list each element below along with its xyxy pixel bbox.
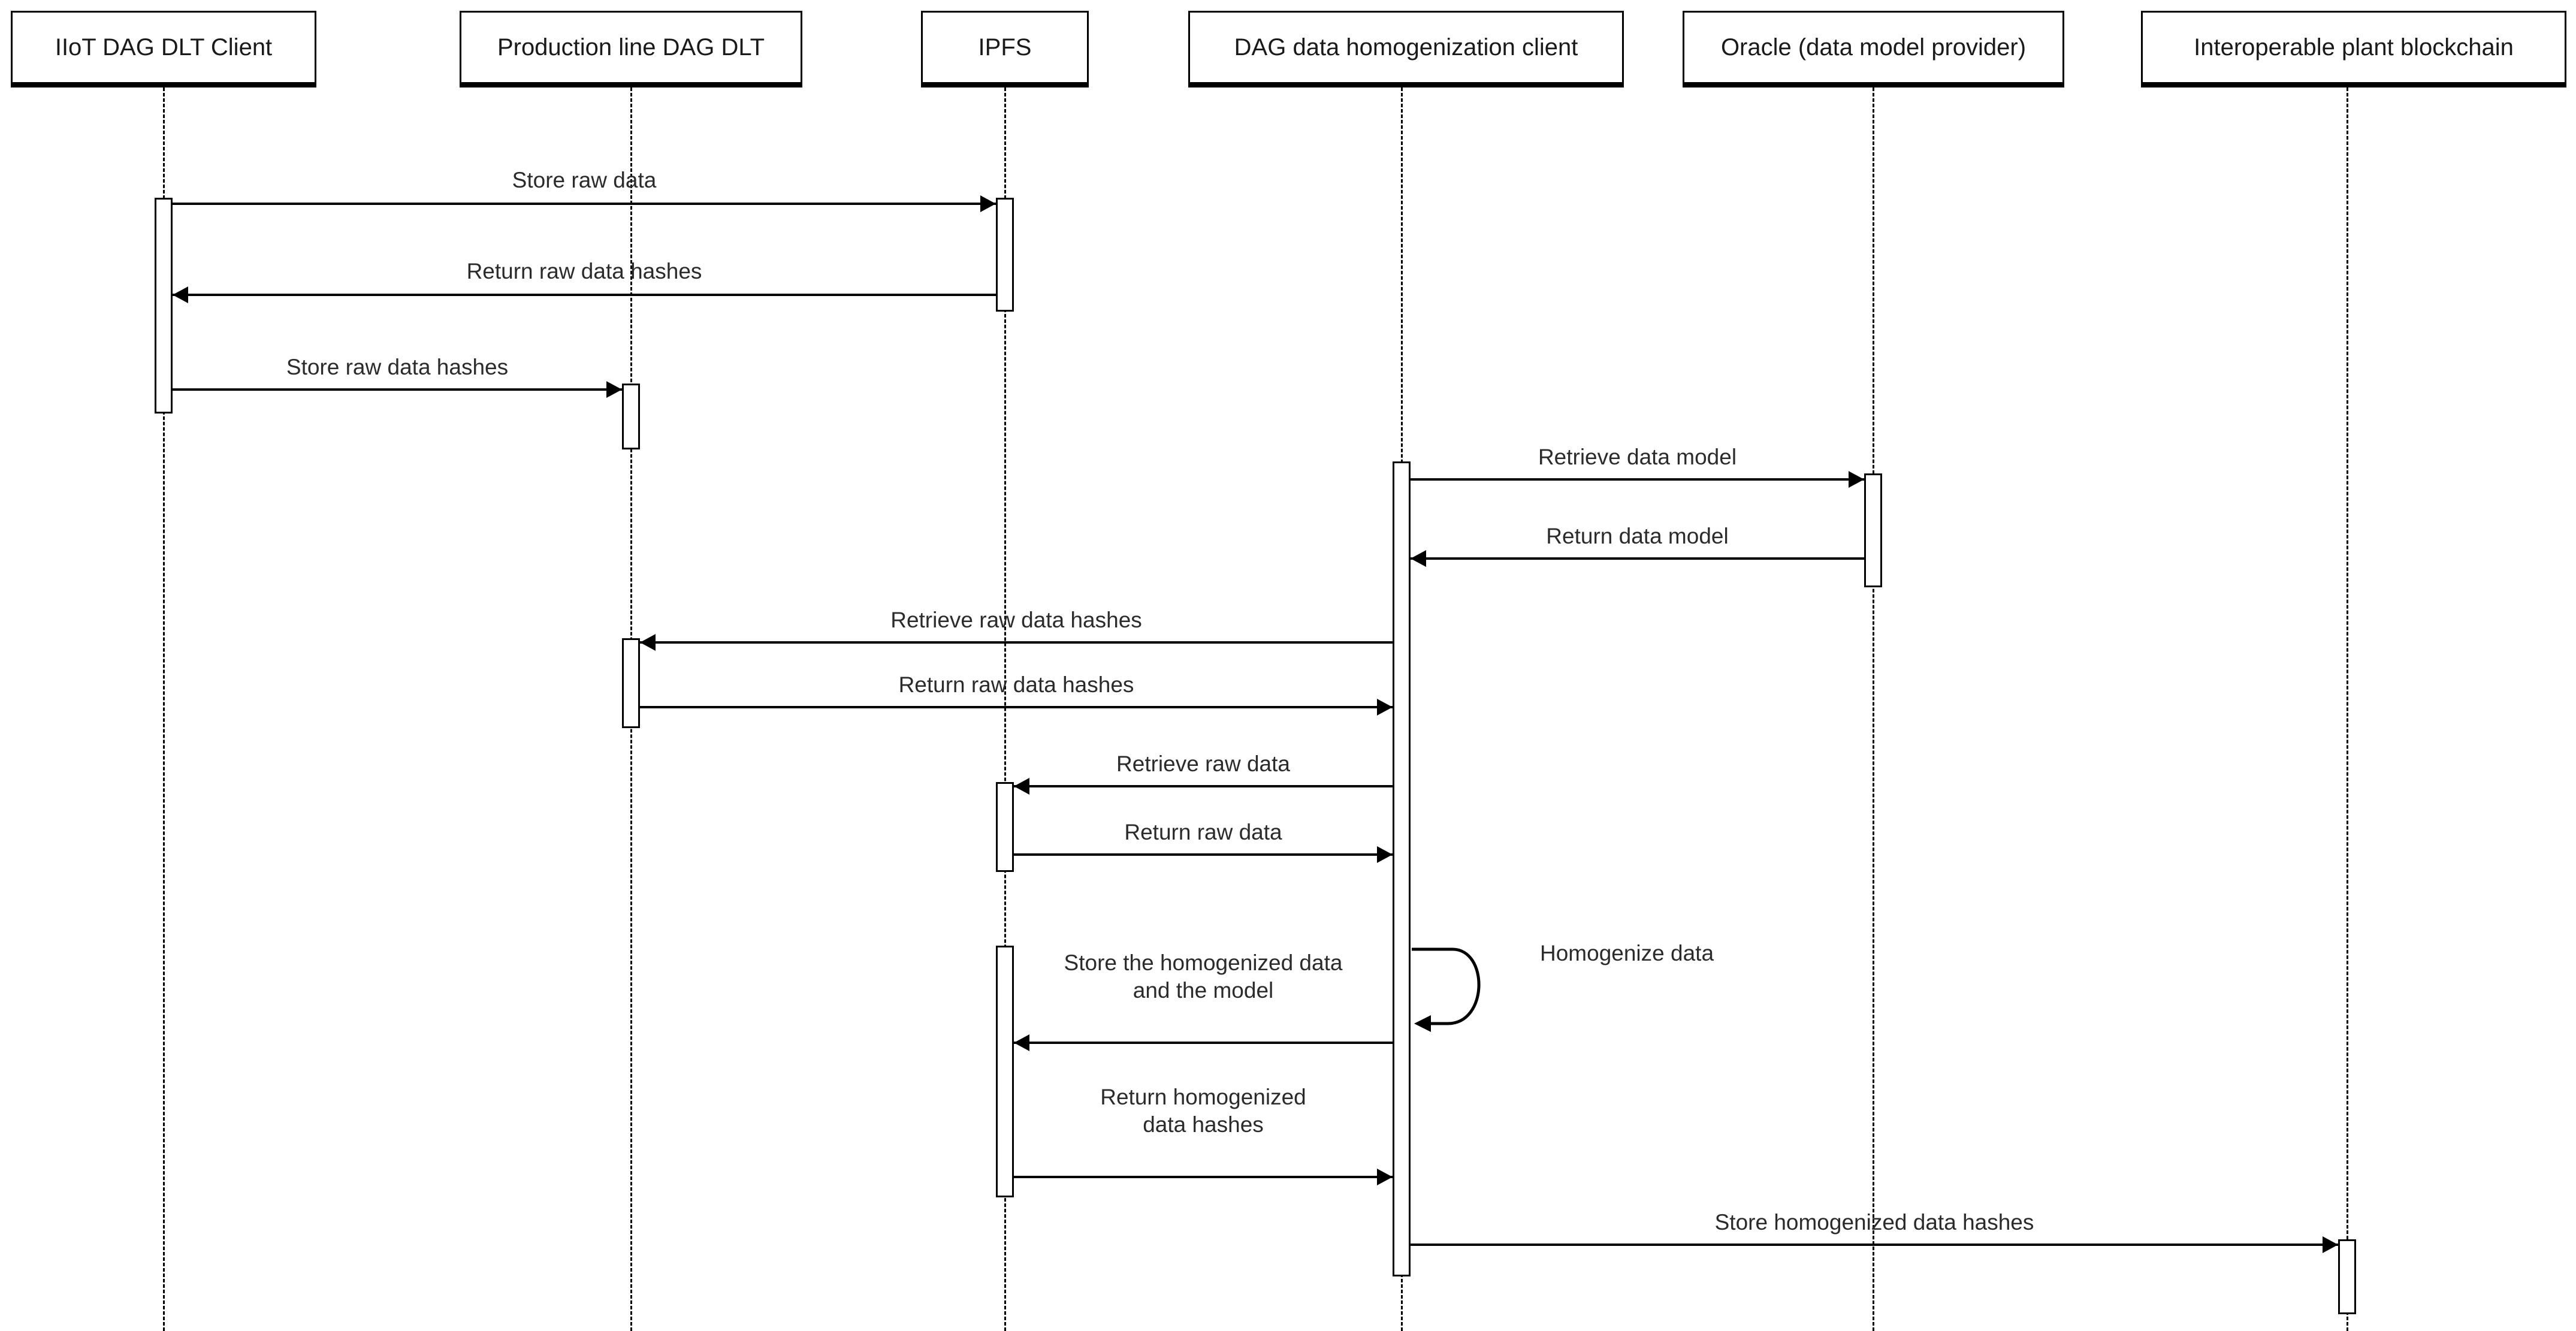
activation-bar-ipfs — [996, 946, 1014, 1197]
message-line-m4 — [1411, 478, 1864, 481]
participant-box-iiot[interactable]: IIoT DAG DLT Client — [11, 11, 316, 87]
message-line-m1 — [173, 203, 996, 205]
message-line-m8 — [1014, 785, 1393, 787]
arrowhead-m6 — [640, 634, 656, 651]
self-message-s1 — [1411, 946, 1512, 1039]
message-label-m6: Retrieve raw data hashes — [890, 608, 1142, 632]
message-label-m2: Return raw data hashes — [466, 259, 702, 283]
message-label-m8: Retrieve raw data — [1116, 751, 1290, 776]
participant-label: DAG data homogenization client — [1234, 34, 1578, 61]
message-line-m9 — [1014, 853, 1393, 856]
message-line-m12 — [1411, 1244, 2338, 1246]
participant-box-homog[interactable]: DAG data homogenization client — [1188, 11, 1624, 87]
participant-box-prodline[interactable]: Production line DAG DLT — [460, 11, 802, 87]
participant-box-plantchain[interactable]: Interoperable plant blockchain — [2141, 11, 2566, 87]
participant-label: IIoT DAG DLT Client — [55, 34, 273, 61]
participant-label: Production line DAG DLT — [497, 34, 765, 61]
arrowhead-m1 — [980, 195, 996, 212]
activation-bar-ipfs — [996, 198, 1014, 312]
arrowhead-m3 — [606, 381, 622, 398]
lifeline-iiot — [163, 87, 165, 1331]
participant-box-oracle[interactable]: Oracle (data model provider) — [1683, 11, 2064, 87]
message-label-m5: Return data model — [1546, 524, 1729, 548]
arrowhead-m9 — [1377, 846, 1393, 863]
message-label-m4: Retrieve data model — [1538, 445, 1737, 469]
message-line-m11 — [1014, 1176, 1393, 1178]
lifeline-oracle — [1873, 87, 1874, 1331]
message-label-m3: Store raw data hashes — [286, 355, 509, 379]
participant-label: IPFS — [978, 34, 1032, 61]
activation-bar-prodline — [622, 638, 640, 728]
activation-bar-homog — [1393, 461, 1411, 1276]
message-label-m7: Return raw data hashes — [898, 672, 1134, 697]
lifeline-plantchain — [2347, 87, 2348, 1331]
message-line-m5 — [1411, 557, 1864, 560]
activation-bar-oracle — [1864, 473, 1882, 587]
participant-label: Interoperable plant blockchain — [2194, 34, 2514, 61]
arrowhead-m8 — [1014, 778, 1029, 795]
message-line-m2 — [173, 294, 996, 296]
activation-bar-ipfs — [996, 782, 1014, 872]
activation-bar-prodline — [622, 384, 640, 449]
message-line-m3 — [173, 388, 622, 391]
arrowhead-m4 — [1849, 471, 1864, 488]
message-label-m10: Store the homogenized data and the model — [1064, 950, 1343, 1003]
participant-box-ipfs[interactable]: IPFS — [921, 11, 1089, 87]
message-label-m9: Return raw data — [1124, 820, 1282, 844]
message-label-m1: Store raw data — [512, 168, 657, 192]
message-label-m12: Store homogenized data hashes — [1714, 1210, 2034, 1235]
activation-bar-plantchain — [2338, 1239, 2356, 1314]
message-line-m10 — [1014, 1042, 1393, 1044]
message-line-m7 — [640, 706, 1393, 708]
self-message-label-s1: Homogenize data — [1540, 941, 1714, 965]
arrowhead-m12 — [2323, 1236, 2338, 1253]
arrowhead-m5 — [1411, 550, 1426, 567]
arrowhead-m7 — [1377, 699, 1393, 716]
message-line-m6 — [640, 641, 1393, 644]
arrowhead-m10 — [1014, 1034, 1029, 1051]
arrowhead-m11 — [1377, 1169, 1393, 1185]
lifeline-ipfs — [1004, 87, 1006, 1331]
activation-bar-iiot — [155, 198, 173, 414]
participant-label: Oracle (data model provider) — [1720, 34, 2027, 61]
message-label-m11: Return homogenized data hashes — [1100, 1085, 1306, 1137]
arrowhead-m2 — [173, 286, 188, 303]
